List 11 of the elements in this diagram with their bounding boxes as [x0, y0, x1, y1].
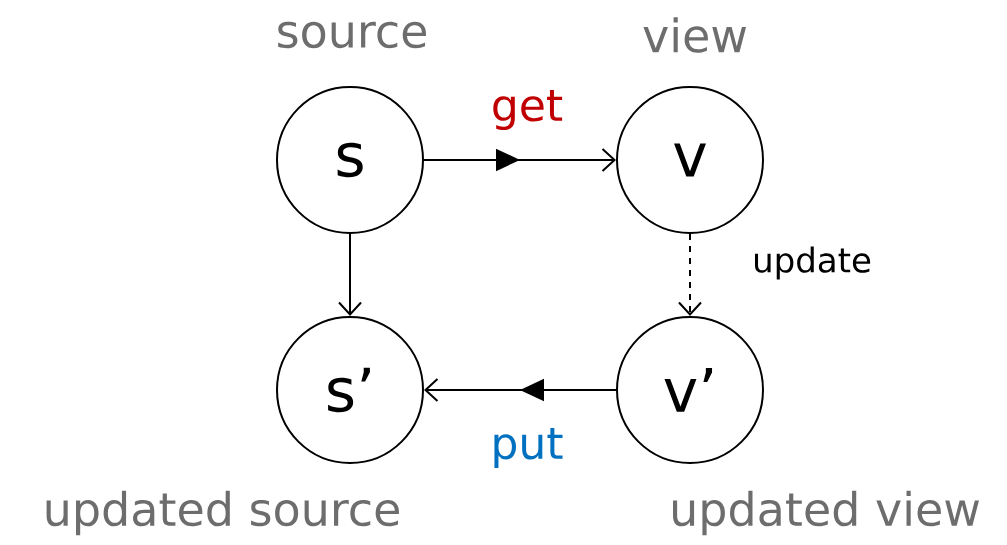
edge-label: put	[494, 427, 563, 468]
arrow	[423, 148, 616, 172]
caption-text: updated view	[673, 490, 979, 536]
arrow	[424, 378, 617, 402]
arrow	[678, 233, 702, 316]
arrow	[338, 233, 362, 316]
caption-text: view	[643, 17, 747, 53]
edge-label: update	[755, 246, 871, 280]
caption-text: updated source	[46, 490, 399, 536]
caption-text: source	[278, 21, 426, 49]
edge-label: get	[493, 89, 563, 131]
